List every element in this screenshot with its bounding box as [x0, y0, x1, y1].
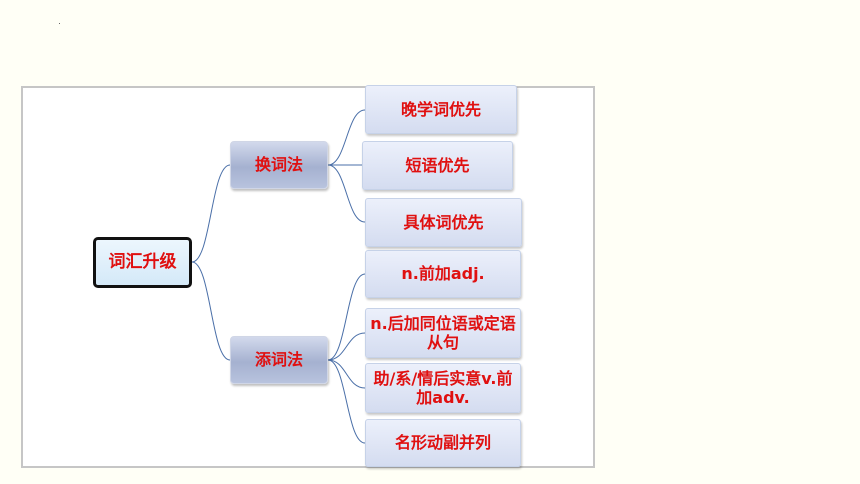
leaf-node-adj-before-noun: n.前加adj.: [365, 250, 521, 298]
stray-dot: [59, 23, 60, 24]
leaf-node-adv-before-verb: 助/系/情后实意v.前加adv.: [365, 363, 521, 413]
root-node: 词汇升级: [93, 237, 192, 288]
leaf-node-coordination: 名形动副并列: [365, 419, 521, 467]
leaf-node-appositive-clause: n.后加同位语或定语从句: [365, 308, 521, 358]
branch-node-add-words: 添词法: [230, 336, 328, 384]
leaf-node-late-learned-words: 晚学词优先: [365, 85, 517, 134]
branch-node-replace-words: 换词法: [230, 141, 328, 189]
leaf-node-phrases-first: 短语优先: [362, 141, 513, 190]
leaf-node-specific-words: 具体词优先: [365, 198, 522, 247]
